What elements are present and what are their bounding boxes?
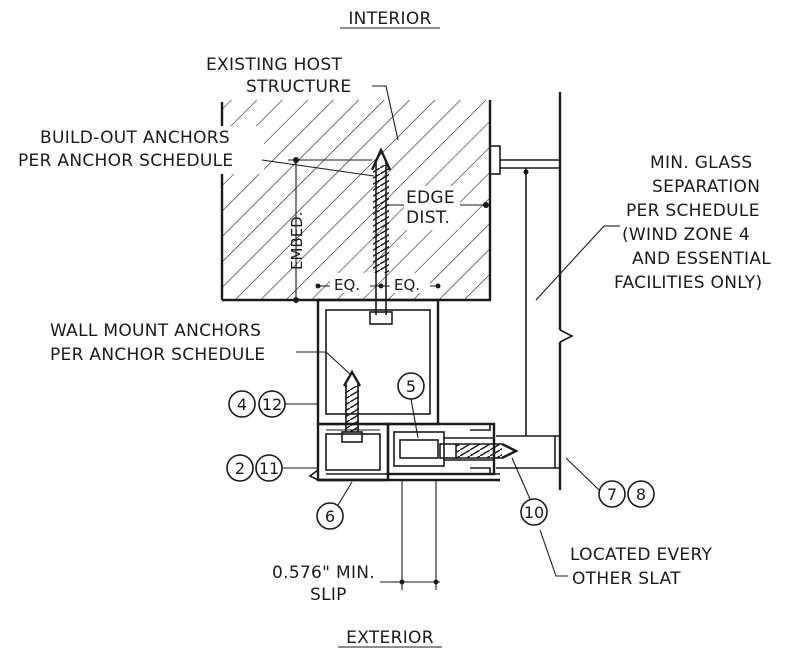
callout-4: 4: [228, 390, 256, 418]
host-label-line2: STRUCTURE: [246, 77, 351, 97]
window-system: [489, 92, 620, 490]
callout-5-leader: [410, 398, 419, 439]
build-out-anchor: [369, 147, 393, 325]
wall-label-bg: [40, 318, 310, 366]
callout-7-8-leader: [565, 457, 600, 491]
callout-6: 6: [316, 502, 344, 530]
callout-10: 10: [520, 498, 548, 526]
eq-left-label: EQ.: [334, 276, 360, 294]
eq-right-label: EQ.: [394, 276, 420, 294]
embed-dimension: EMBED.: [288, 157, 372, 303]
svg-text:10: 10: [524, 503, 544, 522]
host-leader: [372, 85, 399, 141]
edge-label-line2: DIST.: [406, 208, 450, 228]
eq-dimension: EQ. EQ.: [315, 273, 441, 294]
callout-10-leader: [511, 457, 531, 500]
located-leader: [539, 529, 568, 577]
svg-text:8: 8: [636, 485, 646, 504]
wall-mount-anchor: [341, 369, 363, 443]
glass-label-line2: SEPARATION: [652, 177, 760, 197]
wall-label-line1: WALL MOUNT ANCHORS: [50, 321, 261, 341]
buildout-leader: [261, 159, 375, 177]
embed-label: EMBED.: [288, 211, 306, 270]
callout-5: 5: [397, 372, 425, 400]
glass-label-line5: AND ESSENTIAL: [632, 249, 771, 269]
wall-leader: [296, 351, 351, 375]
callout-2: 2: [226, 454, 254, 482]
located-label-line1: LOCATED EVERY: [570, 545, 712, 565]
buildout-label-bg: [14, 126, 264, 174]
wall-label-line2: PER ANCHOR SCHEDULE: [50, 345, 265, 365]
located-label-line2: OTHER SLAT: [572, 569, 681, 589]
svg-text:11: 11: [259, 459, 279, 478]
buildout-label-line2: PER ANCHOR SCHEDULE: [18, 151, 233, 171]
callout-12: 12: [258, 390, 286, 418]
glass-label-line4: (WIND ZONE 4: [622, 225, 750, 245]
svg-text:7: 7: [607, 485, 617, 504]
callout-7: 7: [598, 480, 626, 508]
slat-screw: [439, 442, 519, 460]
buildout-label-line1: BUILD-OUT ANCHORS: [40, 128, 230, 148]
build-out-frame: [316, 298, 440, 426]
exterior-label: EXTERIOR: [346, 628, 434, 648]
callout-8: 8: [627, 480, 655, 508]
slip-label-line1: 0.576" MIN.: [272, 563, 375, 583]
callout-6-leader: [337, 481, 353, 506]
svg-text:6: 6: [325, 507, 335, 526]
svg-text:5: 5: [406, 377, 416, 396]
slat-profile: [386, 422, 496, 476]
slip-label-line2: SLIP: [310, 585, 347, 605]
slip-dimension: 0.576" MIN. SLIP: [272, 480, 440, 605]
svg-text:4: 4: [237, 395, 247, 414]
host-label-bg: [200, 52, 380, 100]
glass-label-line3: PER SCHEDULE: [626, 201, 760, 221]
edge-label-line1: EDGE: [406, 188, 455, 208]
svg-text:2: 2: [235, 459, 245, 478]
callout-11: 11: [255, 454, 283, 482]
glass-label-line1: MIN. GLASS: [650, 153, 752, 173]
host-label-line1: EXISTING HOST: [206, 55, 342, 75]
edge-dist-dimension: EDGE DIST.: [386, 186, 490, 230]
interior-label: INTERIOR: [348, 9, 431, 29]
glass-label-line6: FACILITIES ONLY): [614, 273, 762, 293]
svg-text:12: 12: [262, 395, 282, 414]
